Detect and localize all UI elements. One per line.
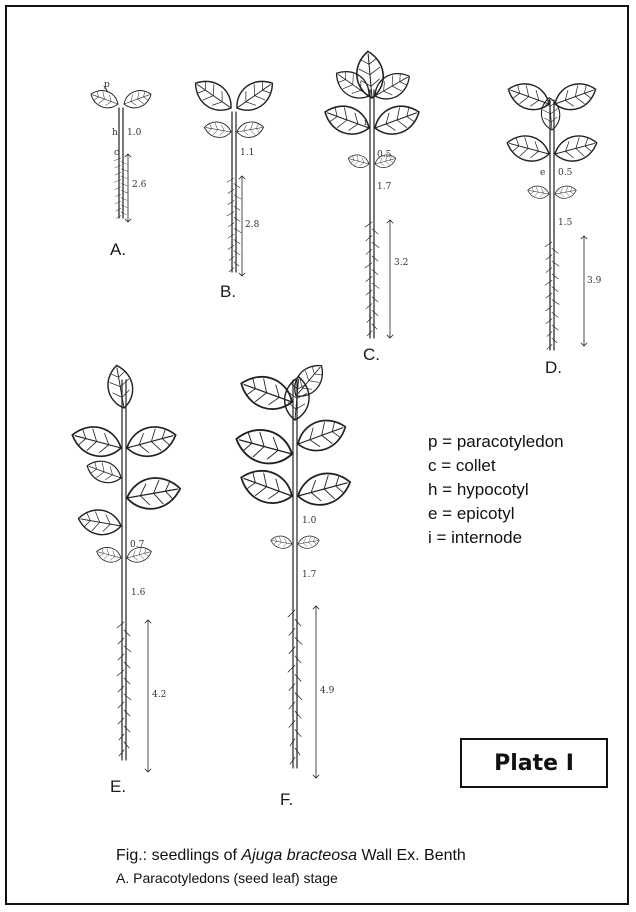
part-letter-h: h (112, 128, 118, 138)
seedling-a (88, 86, 154, 222)
measure-e-root: 4.2 (152, 690, 166, 700)
legend-item-epicotyl: e = epicotyl (428, 502, 564, 526)
measure-c-root: 3.2 (394, 258, 408, 268)
legend-item-collet: c = collet (428, 454, 564, 478)
measure-f-hypocotyl: 1.7 (302, 570, 316, 580)
seedling-e (69, 363, 183, 772)
plate-label-text: Plate I (494, 751, 574, 776)
caption-suffix: Wall Ex. Benth (357, 847, 466, 864)
seedling-label-f: F. (280, 790, 293, 810)
caption-species: Ajuga bracteosa (241, 847, 357, 864)
measure-d-root: 3.9 (587, 276, 601, 286)
part-letter-p: p (104, 80, 110, 90)
seedling-label-e: E. (110, 777, 126, 797)
legend-item-hypocotyl: h = hypocotyl (428, 478, 564, 502)
legend-item-internode: i = internode (428, 526, 564, 550)
measure-c-epicotyl: 0.5 (377, 150, 391, 160)
measure-f-root: 4.9 (320, 686, 334, 696)
measure-d-hypocotyl: 1.5 (558, 218, 572, 228)
part-letter-c: c (114, 148, 119, 158)
plate-label: Plate I (460, 738, 608, 788)
measure-a-root: 2.6 (132, 180, 146, 190)
measure-b-root: 2.8 (245, 220, 259, 230)
measure-e-hypocotyl: 1.6 (131, 588, 145, 598)
caption-subline: A. Paracotyledons (seed leaf) stage (116, 870, 338, 886)
seedling-label-b: B. (220, 282, 236, 302)
measure-e-epicotyl: 0.7 (130, 540, 144, 550)
measure-d-epicotyl: 0.5 (558, 168, 572, 178)
seedling-c (321, 50, 424, 338)
legend: p = paracotyledon c = collet h = hypocot… (428, 430, 564, 550)
seedling-label-c: C. (363, 345, 380, 365)
seedling-label-a: A. (110, 240, 126, 260)
measure-a-hypocotyl: 1.0 (127, 128, 141, 138)
caption-prefix: Fig.: seedlings of (116, 847, 241, 864)
seedling-d (504, 78, 600, 350)
part-letter-i: i (364, 118, 367, 128)
measure-b-hypocotyl: 1.1 (240, 148, 254, 158)
seedling-f (232, 359, 354, 778)
figure-caption: Fig.: seedlings of Ajuga bracteosa Wall … (116, 847, 466, 865)
legend-item-paracotyledon: p = paracotyledon (428, 430, 564, 454)
seedling-label-d: D. (545, 358, 562, 378)
seedling-b (189, 73, 280, 276)
measure-f-epicotyl: 1.0 (302, 516, 316, 526)
measure-c-hypocotyl: 1.7 (377, 182, 391, 192)
part-letter-e: e (540, 168, 545, 178)
